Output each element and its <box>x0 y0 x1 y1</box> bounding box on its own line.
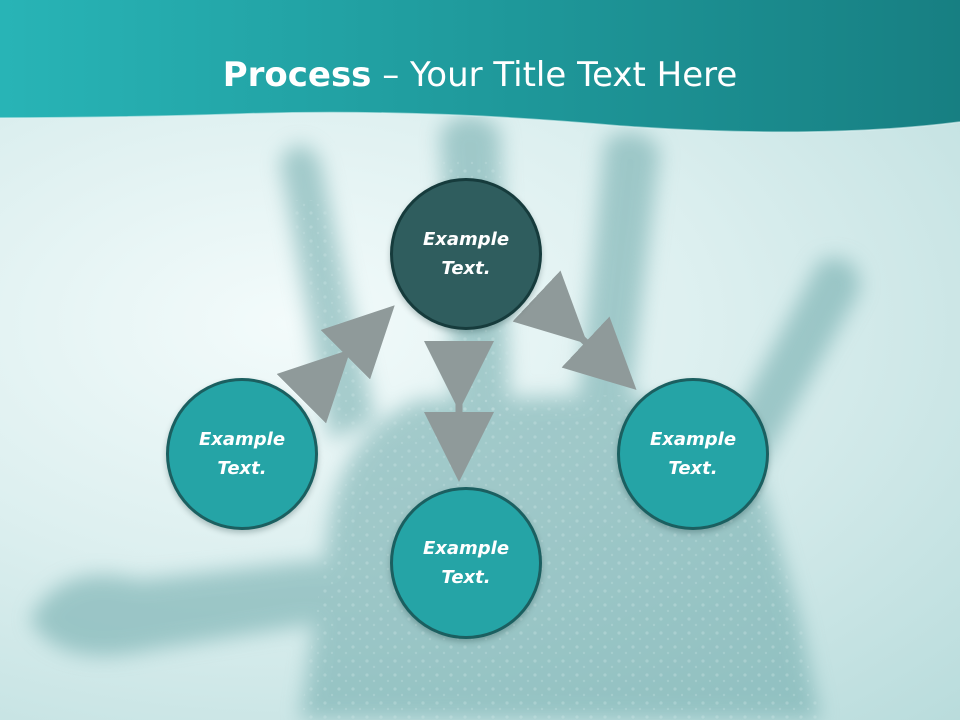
header-band <box>0 0 960 133</box>
arrow-left-top <box>276 305 395 424</box>
node-label-line2: Text. <box>217 458 267 479</box>
slide-title: Process – Your Title Text Here <box>0 52 960 98</box>
node-label-line1: Example <box>422 538 510 559</box>
title-rest-text: – Your Title Text Here <box>371 55 738 95</box>
node-label-line1: Example <box>649 429 737 450</box>
node-label-line1: Example <box>198 429 286 450</box>
node-label-line2: Text. <box>441 258 491 279</box>
title-bold-word: Process <box>222 55 372 95</box>
arrow-top-right <box>512 270 637 390</box>
node-label-line1: Example <box>422 229 510 250</box>
node-label-line2: Text. <box>441 567 491 588</box>
node-label-line2: Text. <box>668 458 718 479</box>
